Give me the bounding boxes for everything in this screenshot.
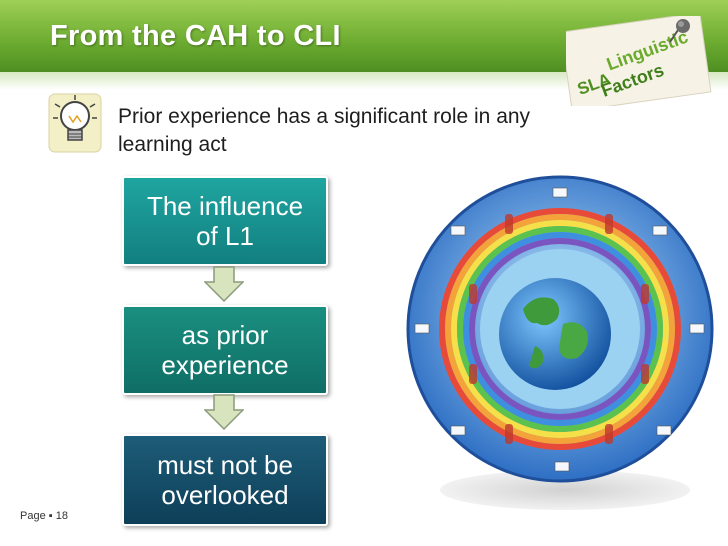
down-arrow-icon bbox=[204, 266, 244, 302]
flow-box-line: as prior bbox=[181, 320, 269, 350]
world-cultures-globe-image bbox=[406, 175, 714, 483]
page-number: Page ▪ 18 bbox=[20, 510, 68, 522]
header-fade bbox=[0, 72, 728, 90]
pushpin-icon bbox=[669, 19, 690, 43]
slide-title: From the CAH to CLI bbox=[50, 20, 341, 52]
lightbulb-icon bbox=[48, 93, 102, 153]
flow-box-line: must not be bbox=[157, 450, 293, 480]
sla-linguistic-factors-logo: SLA Linguistic Factors bbox=[566, 16, 712, 106]
intro-text: Prior experience has a significant role … bbox=[118, 105, 531, 156]
flow-box-line: experience bbox=[161, 350, 289, 380]
down-arrow-icon bbox=[204, 394, 244, 430]
flow-box-line: overlooked bbox=[161, 480, 289, 510]
flow-box-line: The influence bbox=[146, 191, 304, 221]
flow-box-line: of L1 bbox=[196, 221, 254, 251]
